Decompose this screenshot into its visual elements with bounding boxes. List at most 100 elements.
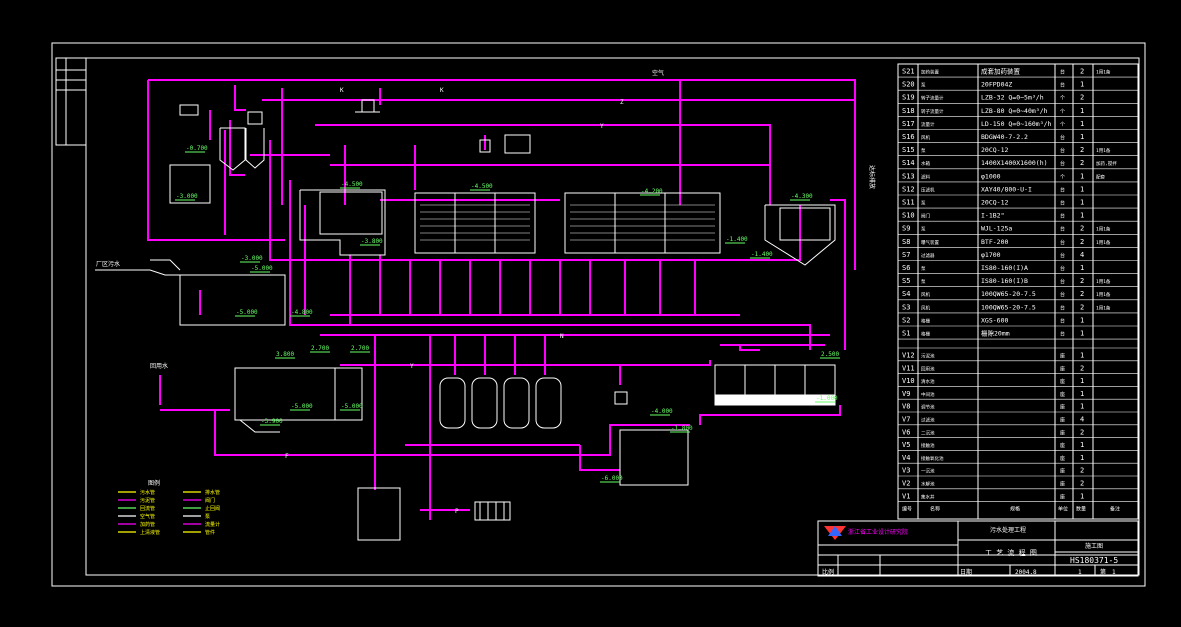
pipe-tag-f: F xyxy=(285,453,289,460)
structure-qty: 4 xyxy=(1080,416,1084,424)
equipment-unit: 台 xyxy=(1060,147,1065,154)
level-label: -1.400 xyxy=(751,251,773,258)
equipment-name: 转子流量计 xyxy=(921,108,944,115)
structure-code: V12 xyxy=(902,352,915,360)
structure-name: 一沉池 xyxy=(921,468,935,475)
equipment-unit: 台 xyxy=(1060,186,1065,193)
level-label: -1.800 xyxy=(671,425,693,432)
structure-qty: 1 xyxy=(1080,492,1084,500)
equipment-spec: I-1B2" xyxy=(981,212,1004,220)
legend-label: 上清液管 xyxy=(140,529,160,536)
equipment-name: 流量计 xyxy=(921,121,935,128)
equipment-qty: 2 xyxy=(1080,68,1084,76)
equipment-unit: 台 xyxy=(1060,160,1065,167)
equipment-code: S16 xyxy=(902,133,915,141)
pipe-tag-y2: Y xyxy=(410,363,414,370)
structure-unit: 座 xyxy=(1060,481,1065,488)
legend-label: 空气管 xyxy=(140,513,155,520)
equipment-qty: 2 xyxy=(1080,225,1084,233)
equipment-code: S2 xyxy=(902,316,910,324)
legend-label: 泵 xyxy=(205,514,210,520)
equipment-spec: 100QW65-20-7.5 xyxy=(981,290,1036,298)
structure-unit: 座 xyxy=(1060,353,1065,360)
equipment-code: S1 xyxy=(902,330,910,338)
pipe-tag-n: N xyxy=(560,333,564,340)
equipment-unit: 个 xyxy=(1060,109,1065,115)
structure-name: 集水井 xyxy=(921,493,935,500)
structure-qty: 1 xyxy=(1080,441,1084,449)
equipment-spec: φ1000 xyxy=(981,172,1001,180)
outer-frame xyxy=(51,42,1146,587)
header-qty: 数量 xyxy=(1076,506,1086,513)
equipment-qty: 2 xyxy=(1080,94,1084,102)
structure-name: 清水池 xyxy=(921,378,935,385)
structure-name: 二沉池 xyxy=(921,429,935,436)
equipment-code: S5 xyxy=(902,277,910,285)
equipment-name: 过滤器 xyxy=(921,252,935,259)
equipment-name: 泵 xyxy=(921,227,926,233)
equipment-code: S11 xyxy=(902,199,915,207)
drawing-scale: 1 xyxy=(1078,569,1082,576)
equipment-code: S20 xyxy=(902,81,915,89)
equipment-name: 压滤机 xyxy=(921,186,935,193)
structure-unit: 座 xyxy=(1060,493,1065,500)
equipment-code: S9 xyxy=(902,225,910,233)
level-label: -5.000 xyxy=(341,403,363,410)
equipment-qty: 2 xyxy=(1080,303,1084,311)
structure-name: 过滤池 xyxy=(921,417,935,424)
legend-title: 图例 xyxy=(148,479,160,487)
equipment-qty: 1 xyxy=(1080,316,1084,324)
equipment-qty: 1 xyxy=(1080,107,1084,115)
equipment-spec: φ1700 xyxy=(981,251,1001,259)
equipment-unit: 台 xyxy=(1060,82,1065,89)
equipment-spec: IS80-160(I)B xyxy=(981,277,1028,285)
structure-name: 回用池 xyxy=(921,365,935,372)
drawing-stage: 施工图 xyxy=(1085,542,1103,550)
header-spec: 规格 xyxy=(1010,506,1020,513)
level-label: -3.000 xyxy=(176,193,198,200)
equipment-qty: 1 xyxy=(1080,133,1084,141)
equipment-name: 阀门 xyxy=(921,213,930,220)
structure-code: V8 xyxy=(902,403,910,411)
equipment-note: 1用1备 xyxy=(1096,69,1111,76)
equipment-spec: 成套加药装置 xyxy=(981,67,1021,76)
equipment-qty: 1 xyxy=(1080,330,1084,338)
equipment-qty: 1 xyxy=(1080,120,1084,128)
equipment-code: S10 xyxy=(902,212,915,220)
equipment-name: 转子流量计 xyxy=(921,95,944,102)
equipment-spec: WJL-125a xyxy=(981,225,1012,233)
equipment-name: 风机 xyxy=(921,134,930,141)
equipment-spec: LD-150 Q=0~160m³/h xyxy=(981,120,1052,128)
equipment-code: S14 xyxy=(902,159,915,167)
legend-label: 污泥管 xyxy=(140,497,155,504)
equipment-unit: 台 xyxy=(1060,265,1065,272)
equipment-code: S15 xyxy=(902,146,915,154)
equipment-qty: 1 xyxy=(1080,264,1084,272)
equipment-qty: 2 xyxy=(1080,290,1084,298)
header-name: 名称 xyxy=(930,506,940,513)
equipment-unit: 台 xyxy=(1060,278,1065,285)
level-label: 2.700 xyxy=(311,345,329,352)
structure-unit: 座 xyxy=(1060,378,1065,385)
diffuser-hatching xyxy=(420,204,715,241)
structure-qty: 2 xyxy=(1080,467,1084,475)
level-label: -5.000 xyxy=(251,265,273,272)
equipment-name: 格栅 xyxy=(921,317,930,324)
equipment-unit: 台 xyxy=(1060,213,1065,220)
sheet-number: 1 xyxy=(1112,569,1116,576)
structure-code: V3 xyxy=(902,467,910,475)
equipment-qty: 2 xyxy=(1080,159,1084,167)
equipment-spec: IS80-160(I)A xyxy=(981,264,1028,272)
structure-qty: 1 xyxy=(1080,390,1084,398)
sheet-label: 第 xyxy=(1100,568,1106,576)
equipment-name: 泵 xyxy=(921,83,926,89)
reuse-label: 回用水 xyxy=(150,362,168,370)
title-block-grid xyxy=(817,520,1139,577)
equipment-unit: 台 xyxy=(1060,200,1065,207)
equipment-qty: 1 xyxy=(1080,199,1084,207)
equipment-spec: BDGW40-7-2.2 xyxy=(981,133,1028,141)
company-name: 浙江省工业设计研究院 xyxy=(848,528,908,536)
equipment-qty: 2 xyxy=(1080,146,1084,154)
